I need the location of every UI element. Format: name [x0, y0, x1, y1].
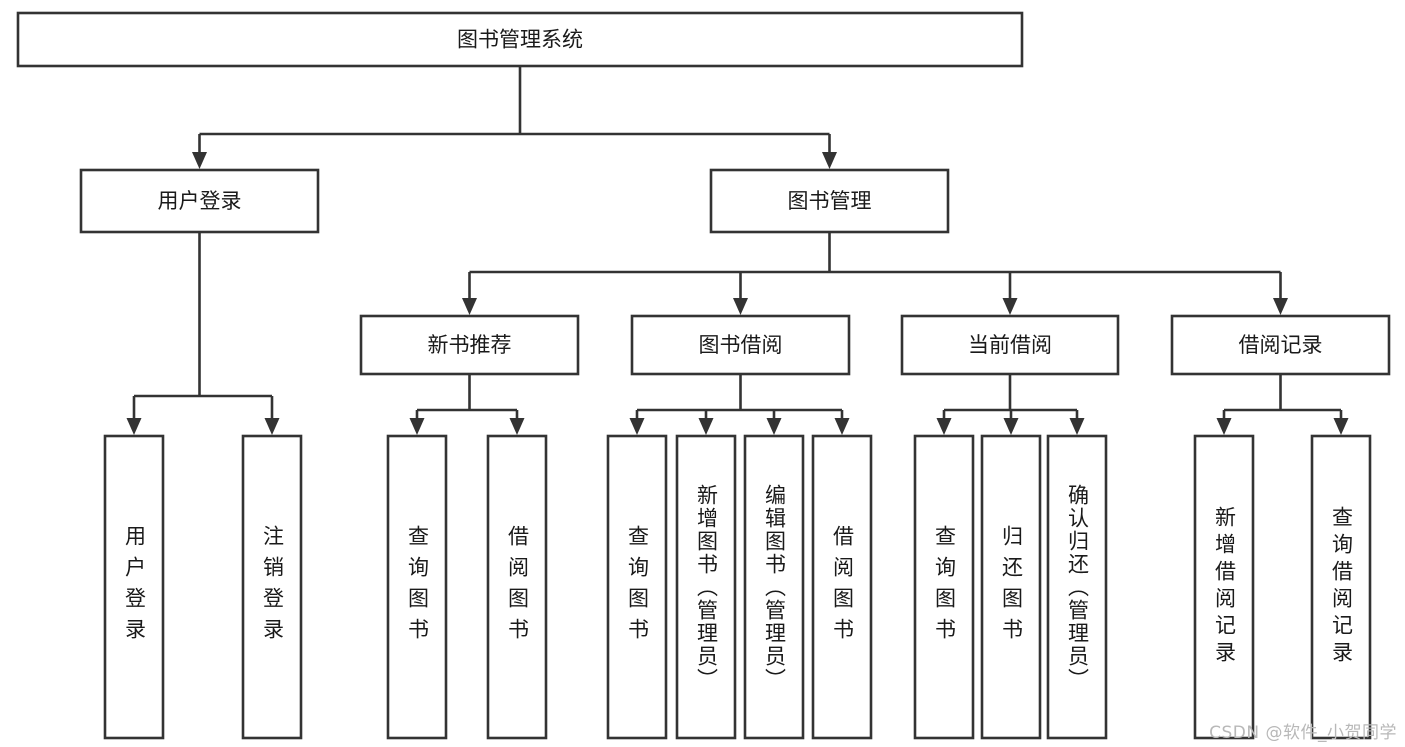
arrow-head-icon — [698, 418, 714, 435]
level2-node-0-label: 用户登录 — [158, 189, 242, 213]
level3-node-2-rect[interactable] — [900, 314, 1120, 376]
arrow-head-icon — [126, 418, 142, 435]
leaf-node-7[interactable] — [811, 434, 873, 740]
arrow-head-icon — [766, 418, 782, 435]
root-node-rect[interactable] — [16, 11, 1024, 68]
level2-node-0-rect[interactable] — [79, 168, 320, 234]
leaf-node-5[interactable] — [675, 434, 737, 740]
level3-node-3-rect[interactable] — [1170, 314, 1391, 376]
arrow-head-icon — [1002, 298, 1018, 315]
arrow-head-icon — [192, 152, 207, 169]
level2-node-1[interactable]: 图书管理 — [709, 168, 950, 234]
arrow-head-icon — [1273, 298, 1288, 315]
root-node[interactable]: 图书管理系统 — [16, 11, 1024, 68]
arrow-head-icon — [629, 418, 645, 435]
leaf-node-8[interactable] — [913, 434, 975, 740]
leaf-node-1-rect[interactable] — [241, 434, 303, 740]
leaf-node-2-rect[interactable] — [386, 434, 448, 740]
watermark-text: CSDN @软件_小贺同学 — [1209, 723, 1397, 743]
leaf-node-12[interactable] — [1310, 434, 1372, 740]
leaf-node-3-rect[interactable] — [486, 434, 548, 740]
arrow-head-icon — [462, 298, 477, 315]
leaf-node-5-rect[interactable] — [675, 434, 737, 740]
level3-node-0[interactable]: 新书推荐 — [359, 314, 580, 376]
leaf-node-0-rect[interactable] — [103, 434, 165, 740]
level3-node-0-label: 新书推荐 — [428, 333, 512, 357]
level3-node-0-rect[interactable] — [359, 314, 580, 376]
leaf-node-3[interactable] — [486, 434, 548, 740]
arrow-head-icon — [822, 152, 837, 169]
leaf-node-0[interactable] — [103, 434, 165, 740]
level2-node-1-rect[interactable] — [709, 168, 950, 234]
level3-node-2-label: 当前借阅 — [968, 333, 1052, 357]
leaf-node-9[interactable] — [980, 434, 1042, 740]
leaf-node-6[interactable] — [743, 434, 805, 740]
level2-node-1-label: 图书管理 — [788, 189, 872, 213]
leaf-node-10-rect[interactable] — [1046, 434, 1108, 740]
arrow-head-icon — [834, 418, 850, 435]
leaf-node-1[interactable] — [241, 434, 303, 740]
leaf-node-11-rect[interactable] — [1193, 434, 1255, 740]
arrow-head-icon — [409, 418, 425, 435]
arrow-head-icon — [264, 418, 280, 435]
arrow-head-icon — [1216, 418, 1232, 435]
root-node-label: 图书管理系统 — [457, 28, 583, 52]
level3-node-1-rect[interactable] — [630, 314, 851, 376]
leaf-node-12-rect[interactable] — [1310, 434, 1372, 740]
level3-node-1-label: 图书借阅 — [699, 333, 783, 357]
leaf-node-11[interactable] — [1193, 434, 1255, 740]
level3-node-3[interactable]: 借阅记录 — [1170, 314, 1391, 376]
level3-node-1[interactable]: 图书借阅 — [630, 314, 851, 376]
arrow-head-icon — [1333, 418, 1349, 435]
leaf-node-9-rect[interactable] — [980, 434, 1042, 740]
arrow-head-icon — [509, 418, 525, 435]
leaf-node-7-rect[interactable] — [811, 434, 873, 740]
leaf-node-6-rect[interactable] — [743, 434, 805, 740]
connector-lines — [126, 66, 1349, 435]
level3-node-3-label: 借阅记录 — [1239, 333, 1323, 357]
level2-node-0[interactable]: 用户登录 — [79, 168, 320, 234]
leaf-node-10[interactable] — [1046, 434, 1108, 740]
leaf-node-8-rect[interactable] — [913, 434, 975, 740]
leaf-node-4[interactable] — [606, 434, 668, 740]
leaf-node-4-rect[interactable] — [606, 434, 668, 740]
arrow-head-icon — [1069, 418, 1085, 435]
arrow-head-icon — [936, 418, 952, 435]
arrow-head-icon — [1003, 418, 1019, 435]
arrow-head-icon — [733, 298, 748, 315]
level3-node-2[interactable]: 当前借阅 — [900, 314, 1120, 376]
leaf-node-2[interactable] — [386, 434, 448, 740]
